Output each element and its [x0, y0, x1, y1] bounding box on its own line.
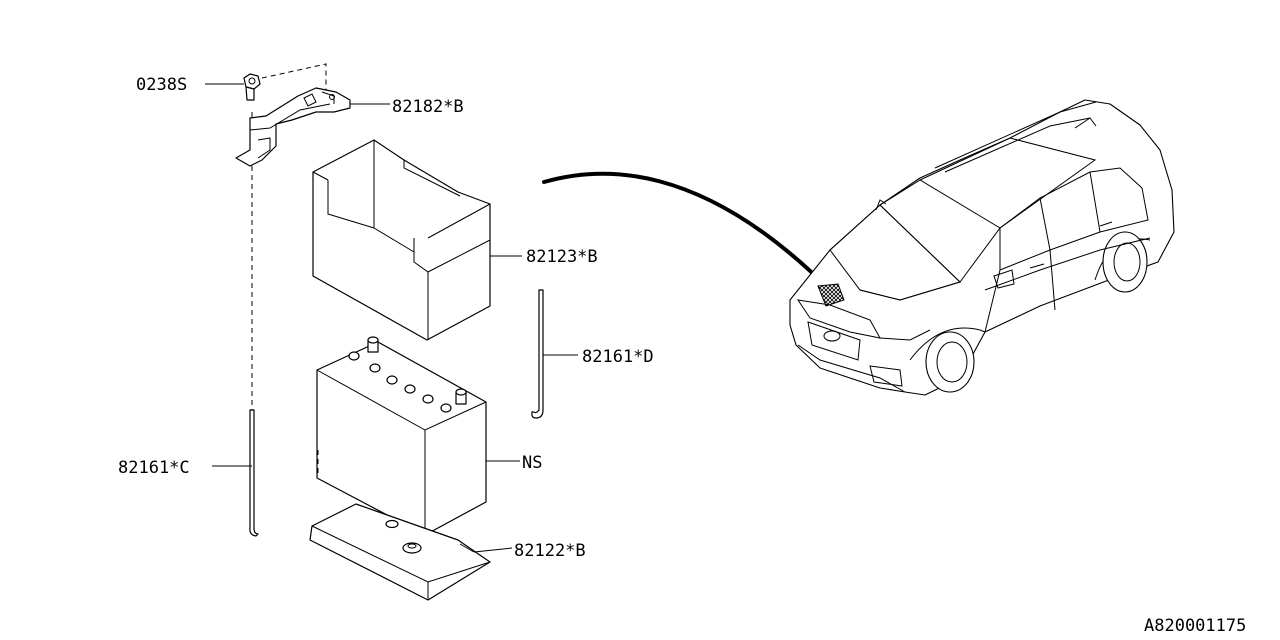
location-pointer [542, 171, 832, 292]
battery-tray-part [309, 503, 491, 601]
battery-part [316, 336, 487, 536]
battery-location-mark [817, 283, 845, 307]
battery-clamp-part [235, 63, 351, 418]
diagram-id: A820001175 [1144, 616, 1246, 636]
leader-lines [205, 83, 578, 553]
label-rod-right: 82161*D [582, 347, 654, 367]
label-cover: 82123*B [526, 247, 598, 267]
label-battery: NS [522, 453, 542, 473]
label-tray: 82122*B [514, 541, 586, 561]
label-clamp: 82182*B [392, 97, 464, 117]
label-nut: 0238S [136, 75, 187, 95]
rod-left-part [249, 409, 259, 537]
battery-vent-caps [348, 351, 452, 413]
vehicle-overview [789, 99, 1175, 396]
rod-right-part [531, 289, 544, 419]
nut-part [243, 73, 261, 101]
label-rod-left: 82161*C [118, 458, 190, 478]
battery-cover-part [312, 139, 491, 341]
